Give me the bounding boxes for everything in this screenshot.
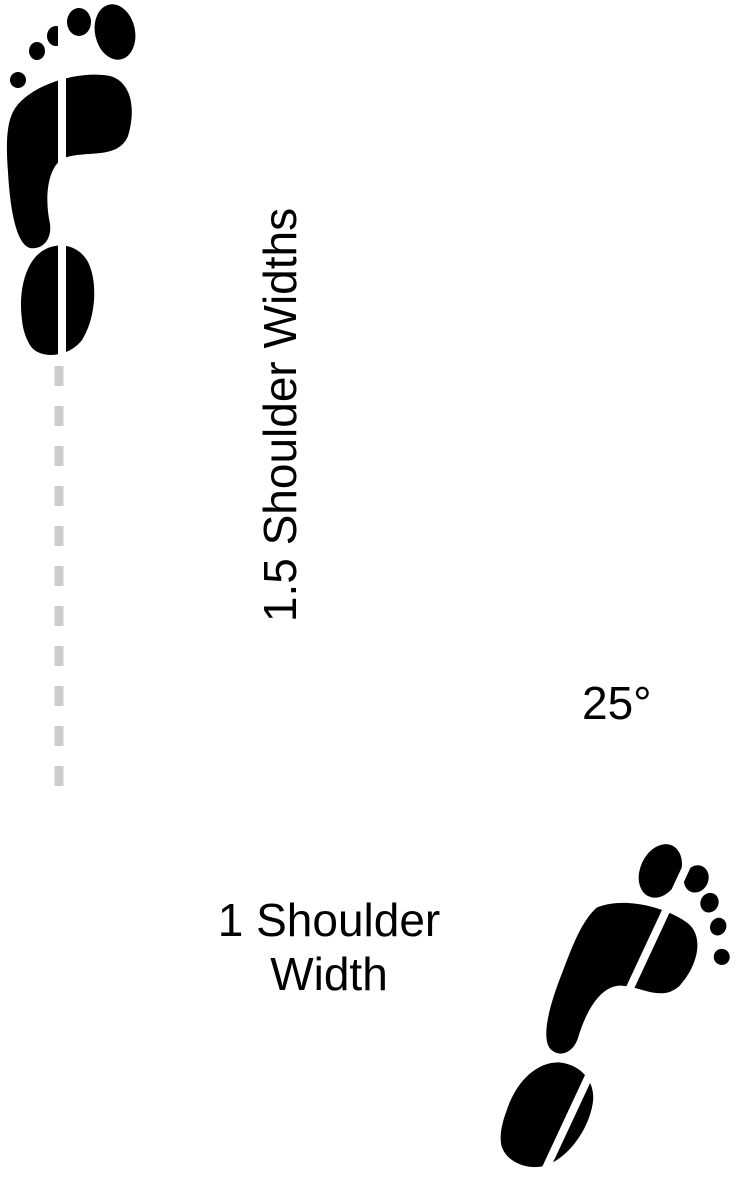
front-foot-heel	[500, 1062, 594, 1168]
back-foot-heel	[20, 245, 95, 355]
front-foot-toe-3	[700, 892, 719, 913]
front-foot-toe-5	[713, 948, 730, 965]
front-foot-centerline	[538, 862, 692, 1180]
angle-label: 25°	[582, 677, 652, 729]
front-foot-sole	[546, 902, 698, 1054]
back-foot-toe-2	[67, 8, 91, 36]
back-footprint	[6, 4, 136, 360]
back-foot-sole	[6, 74, 132, 249]
back-foot-big-toe	[94, 4, 136, 60]
back-foot-toe-5	[10, 72, 26, 88]
front-foot-big-toe	[638, 844, 682, 898]
back-foot-toe-4	[29, 42, 45, 60]
horizontal-distance-label-line2: Width	[270, 948, 388, 1000]
front-foot-toe-2	[683, 865, 709, 893]
front-footprint	[500, 844, 730, 1180]
front-foot-toe-4	[710, 917, 727, 936]
horizontal-distance-label: 1 Shoulder Width	[218, 893, 441, 1001]
horizontal-distance-label-line1: 1 Shoulder	[217, 894, 441, 946]
vertical-distance-label: 1.5 Shoulder Widths	[254, 207, 306, 623]
